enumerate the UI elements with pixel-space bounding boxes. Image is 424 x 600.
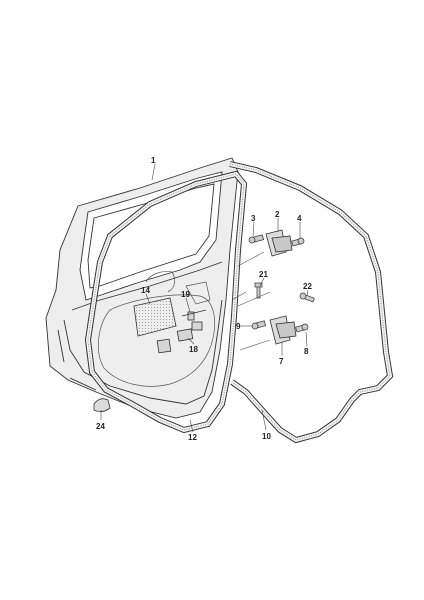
callout-7: 7 (279, 357, 284, 366)
part-18-latch (156, 321, 203, 354)
callout-24: 24 (96, 422, 105, 431)
callout-21: 21 (259, 270, 268, 279)
part-10-weatherstrip (229, 161, 394, 444)
assembly-guides (231, 251, 271, 351)
part-8-bolt (295, 323, 309, 333)
callout-18: 18 (189, 345, 198, 354)
part-9-bolt (251, 320, 267, 330)
callout-19: 19 (181, 290, 190, 299)
part-19-rod (181, 309, 207, 321)
part-7-lower-hinge (269, 315, 297, 345)
part-4-bolt (291, 237, 305, 247)
part-21-bolt (254, 282, 263, 299)
part-14-pad (133, 297, 177, 337)
callout-3: 3 (251, 214, 256, 223)
part-2-upper-hinge (265, 229, 293, 257)
part-24-plug (93, 398, 111, 412)
inner-panel-details (98, 271, 215, 387)
callout-labels: 1 2 3 4 7 8 9 10 12 14 18 19 21 22 24 (96, 156, 312, 442)
part-3-bolt (248, 234, 265, 244)
callout-2: 2 (275, 210, 280, 219)
callout-4: 4 (297, 214, 302, 223)
callout-22: 22 (303, 282, 312, 291)
callout-8: 8 (304, 347, 309, 356)
callout-12: 12 (188, 433, 197, 442)
part-22-bolt (299, 292, 315, 303)
callout-14: 14 (141, 286, 150, 295)
callout-1: 1 (151, 156, 156, 165)
leader-lines (100, 163, 309, 433)
callout-9: 9 (236, 322, 241, 331)
callout-10: 10 (262, 432, 271, 441)
part-12-seal (84, 170, 248, 434)
